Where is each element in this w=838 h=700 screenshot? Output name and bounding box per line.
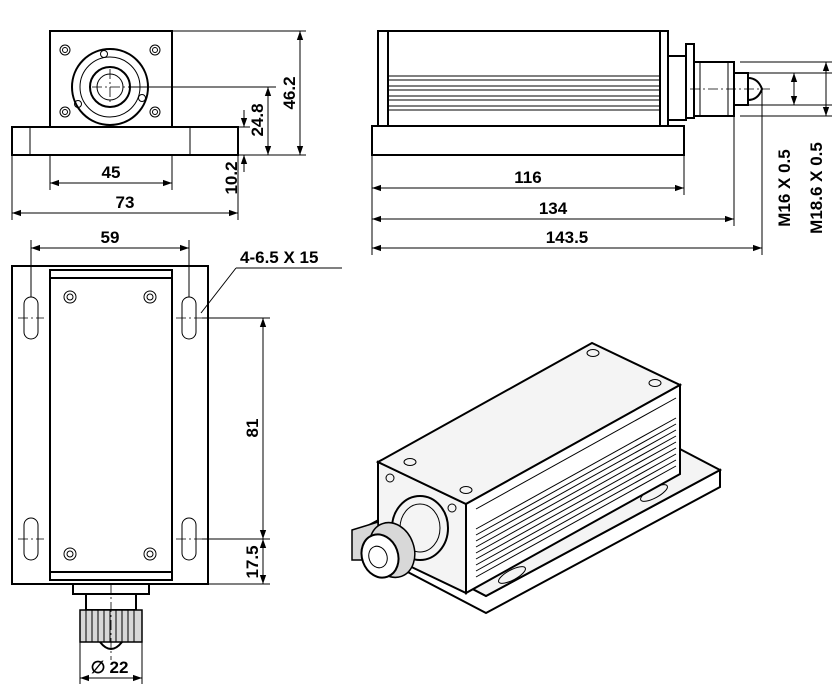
knurl-lines <box>85 610 135 642</box>
top-connector-diameter-label: 22 <box>110 658 129 677</box>
top-end-offset-label: 17.5 <box>243 545 262 578</box>
side-thread-outer-label: M18.6 X 0.5 <box>807 142 826 234</box>
side-mid-length-label: 134 <box>539 199 568 218</box>
front-axis-height-label: 24.8 <box>248 103 267 136</box>
top-hole-spacing-length-label: 81 <box>243 419 262 438</box>
front-width-inner-label: 45 <box>102 163 121 182</box>
top-view: 59 4-6.5 X 15 81 17.5 ∅ 22 <box>11 228 342 684</box>
top-hole-spacing-width-label: 59 <box>101 228 120 247</box>
front-view: 45 73 10.2 24.8 46.2 <box>11 30 306 220</box>
front-total-height-label: 46.2 <box>280 76 299 109</box>
side-total-length-label: 143.5 <box>546 228 589 247</box>
side-body-length-label: 116 <box>514 168 541 187</box>
top-slot-spec-label: 4-6.5 X 15 <box>240 248 318 267</box>
front-width-outer-label: 73 <box>116 193 135 212</box>
front-base-height-label: 10.2 <box>222 161 241 194</box>
diameter-symbol: ∅ <box>91 658 106 677</box>
side-thread-inner-label: M16 X 0.5 <box>775 149 794 227</box>
side-view: 116 134 143.5 M16 X 0.5 M18.6 X 0.5 <box>371 30 832 255</box>
isometric-view <box>351 341 723 615</box>
